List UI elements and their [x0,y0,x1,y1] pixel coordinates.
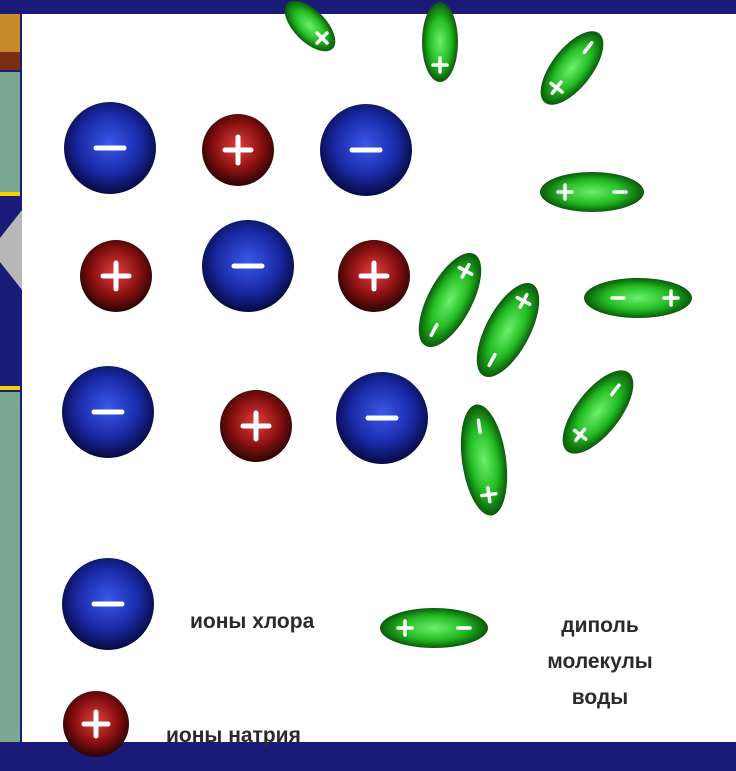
chloride-ion [202,220,294,312]
water-dipole [540,172,644,212]
legend-sodium-label: ионы натрия [166,724,301,747]
legend-chloride-label: ионы хлора [190,610,315,633]
legend-dipole-line2: молекулы [547,650,653,673]
sodium-ion [202,114,274,186]
sodium-ion [80,240,152,312]
ionic-lattice [62,102,428,464]
legend-dipole-line3: воды [572,686,628,709]
legend-sodium-ion [63,691,129,757]
chloride-ion [320,104,412,196]
sodium-ion [220,390,292,462]
water-dipole [422,2,458,82]
sodium-ion [338,240,410,312]
slide-left-strip [0,0,22,771]
legend-dipole-line1: диполь [561,614,639,637]
chloride-ion [64,102,156,194]
water-dipole [584,278,692,318]
chloride-ion [336,372,428,464]
legend-chloride-ion [62,558,154,650]
legend-water-dipole [380,608,488,648]
chloride-ion [62,366,154,458]
